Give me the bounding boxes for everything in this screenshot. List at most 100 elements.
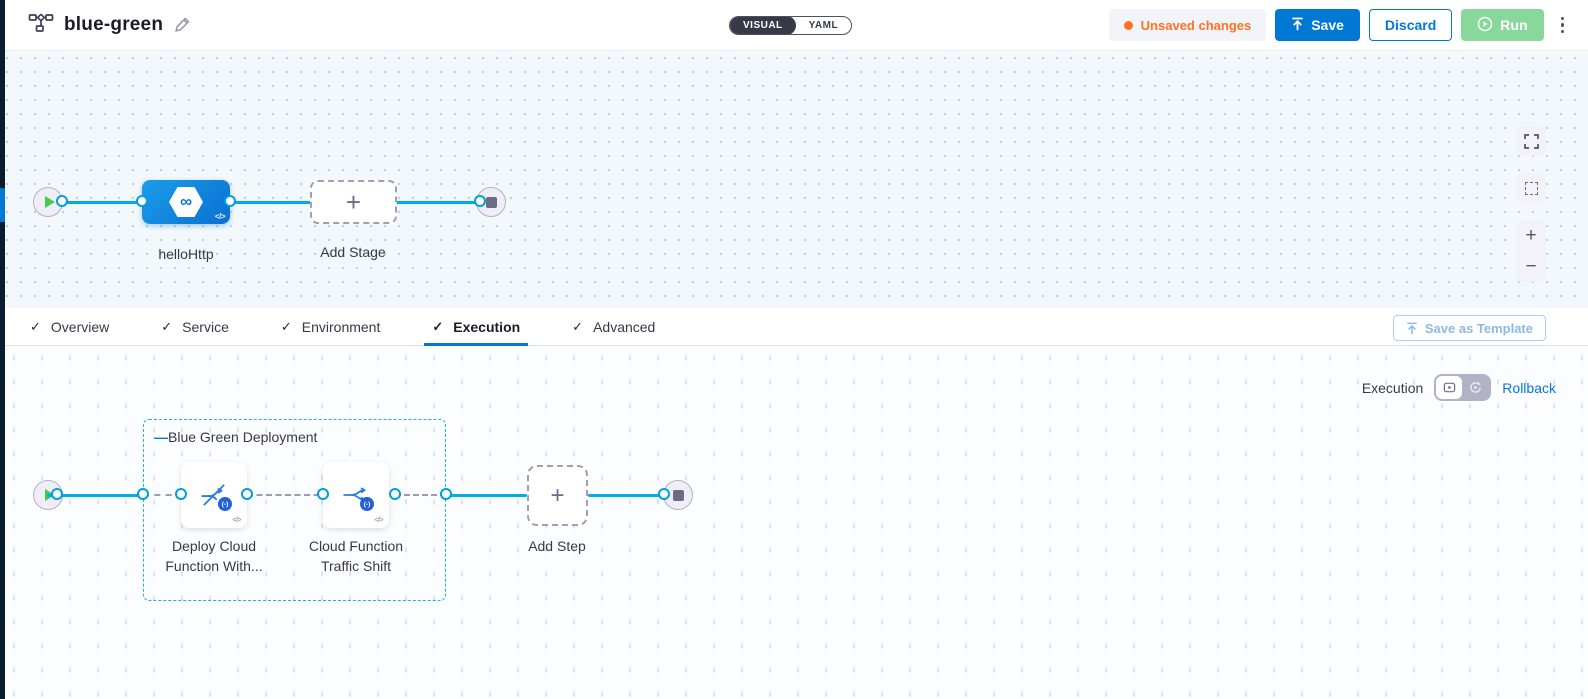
start-play-icon	[44, 196, 55, 208]
edit-title-icon[interactable]	[173, 17, 190, 34]
connector-line	[47, 494, 143, 497]
execution-graph-canvas[interactable]: Execution Rollback	[0, 346, 1588, 699]
connection-point[interactable]	[658, 488, 670, 500]
template-upload-icon	[1406, 322, 1417, 334]
step-group-header[interactable]: — Blue Green Deployment	[154, 429, 317, 445]
stage-graph-canvas[interactable]: ∞ </> helloHttp + Add Stage + −	[0, 51, 1588, 308]
page-title: blue-green	[64, 14, 164, 35]
check-icon: ✓	[30, 318, 41, 334]
pipeline-title-group: blue-green	[28, 12, 190, 39]
execution-rollback-toggle[interactable]	[1434, 374, 1492, 401]
visual-yaml-toggle[interactable]: VISUAL YAML	[729, 16, 853, 35]
stage-config-tabbar: ✓ Overview ✓ Service ✓ Environment ✓ Exe…	[0, 308, 1588, 346]
connector-line-dashed	[247, 494, 329, 496]
fullscreen-button[interactable]	[1516, 126, 1546, 156]
add-stage-label: Add Stage	[320, 244, 386, 260]
code-icon: </>	[374, 517, 383, 524]
fullscreen-icon	[1523, 133, 1539, 149]
check-icon: ✓	[432, 318, 444, 334]
deploy-cloud-function-icon	[201, 484, 225, 506]
stage-node-hellohttp[interactable]: ∞ </>	[142, 180, 230, 224]
header-actions: Unsaved changes Save Discard	[1108, 9, 1573, 41]
infinity-glyph: ∞	[179, 191, 193, 211]
zoom-controls: + −	[1516, 220, 1546, 282]
check-icon: ✓	[572, 318, 584, 334]
gcp-function-badge: (-)	[360, 497, 374, 511]
collapse-group-icon[interactable]: —	[154, 429, 168, 445]
plus-icon: +	[345, 186, 362, 217]
run-button[interactable]: Run	[1461, 9, 1544, 41]
connection-point[interactable]	[241, 488, 253, 500]
rollback-mode-segment[interactable]	[1462, 376, 1488, 399]
connection-point[interactable]	[224, 195, 236, 207]
tab-label: Environment	[301, 318, 381, 335]
connection-point[interactable]	[175, 488, 187, 500]
connection-point[interactable]	[137, 488, 149, 500]
tab-label: Execution	[453, 318, 521, 335]
pipeline-header: blue-green VISUAL YAML Unsaved changes	[0, 0, 1588, 51]
execution-mode-row: Execution Rollback	[1362, 374, 1556, 401]
code-icon: </>	[214, 212, 226, 221]
marquee-select-icon	[1524, 181, 1538, 195]
rollback-link[interactable]: Rollback	[1502, 379, 1556, 396]
save-button[interactable]: Save	[1275, 9, 1360, 41]
connection-point[interactable]	[51, 488, 63, 500]
connection-point[interactable]	[56, 195, 68, 207]
add-stage-button[interactable]: +	[310, 180, 397, 224]
tab-label: Advanced	[593, 318, 656, 335]
more-options-menu-icon[interactable]	[1553, 11, 1573, 40]
rollback-arrow-icon	[1470, 381, 1481, 393]
tab-service[interactable]: ✓ Service	[161, 308, 229, 345]
step-node-deploy-cloud-function[interactable]: (-) </>	[181, 462, 247, 528]
connector-line-dashed	[143, 494, 183, 496]
connection-point[interactable]	[440, 488, 452, 500]
collapsed-nav-strip	[0, 0, 5, 699]
connection-point[interactable]	[474, 195, 486, 207]
tab-execution[interactable]: ✓ Execution	[424, 308, 528, 346]
connector-line-dashed	[395, 494, 446, 496]
add-step-label: Add Step	[528, 538, 586, 554]
add-step-button[interactable]: +	[527, 465, 588, 526]
execution-mode-label: Execution	[1361, 379, 1424, 396]
serverless-hexagon-icon: ∞	[169, 187, 203, 217]
unsaved-changes-badge: Unsaved changes	[1108, 9, 1267, 41]
connection-point[interactable]	[136, 195, 148, 207]
fit-to-screen-button[interactable]	[1516, 173, 1546, 203]
execution-steps-icon	[1443, 382, 1456, 393]
discard-button[interactable]: Discard	[1368, 9, 1453, 41]
connector-line	[62, 201, 142, 204]
stop-square-icon	[672, 489, 684, 501]
run-button-label: Run	[1500, 17, 1528, 33]
stage-label: helloHttp	[158, 246, 214, 262]
tab-label: Service	[182, 318, 229, 335]
gcp-function-badge: (-)	[218, 497, 232, 511]
plus-icon: +	[550, 481, 565, 509]
connection-point[interactable]	[389, 488, 401, 500]
step-label: Cloud Function Traffic Shift	[308, 538, 404, 574]
save-as-template-label: Save as Template	[1424, 320, 1533, 336]
toggle-visual[interactable]: VISUAL	[730, 17, 796, 34]
execution-mode-segment[interactable]	[1436, 376, 1463, 399]
unsaved-changes-label: Unsaved changes	[1140, 17, 1252, 33]
save-as-template-button[interactable]: Save as Template	[1392, 315, 1546, 341]
save-button-label: Save	[1311, 17, 1344, 33]
nav-accent-segment	[0, 188, 5, 222]
zoom-out-button[interactable]: −	[1525, 256, 1537, 277]
pipeline-flowchart-icon	[28, 12, 54, 39]
tab-environment[interactable]: ✓ Environment	[281, 308, 381, 345]
step-group-title: Blue Green Deployment	[168, 429, 318, 445]
save-upload-icon	[1291, 17, 1304, 34]
connection-point[interactable]	[317, 488, 329, 500]
step-label: Deploy Cloud Function With...	[165, 538, 263, 574]
step-node-cloud-function-traffic-shift[interactable]: (-) </>	[323, 462, 389, 528]
tab-advanced[interactable]: ✓ Advanced	[572, 308, 655, 345]
code-icon: </>	[232, 517, 241, 524]
tab-label: Overview	[50, 318, 110, 335]
check-icon: ✓	[161, 318, 173, 334]
step-group-blue-green-deployment[interactable]: — Blue Green Deployment	[143, 419, 446, 601]
zoom-in-button[interactable]: +	[1525, 225, 1537, 246]
toggle-yaml[interactable]: YAML	[808, 20, 839, 31]
tab-overview[interactable]: ✓ Overview	[30, 308, 109, 345]
check-icon: ✓	[280, 318, 292, 334]
